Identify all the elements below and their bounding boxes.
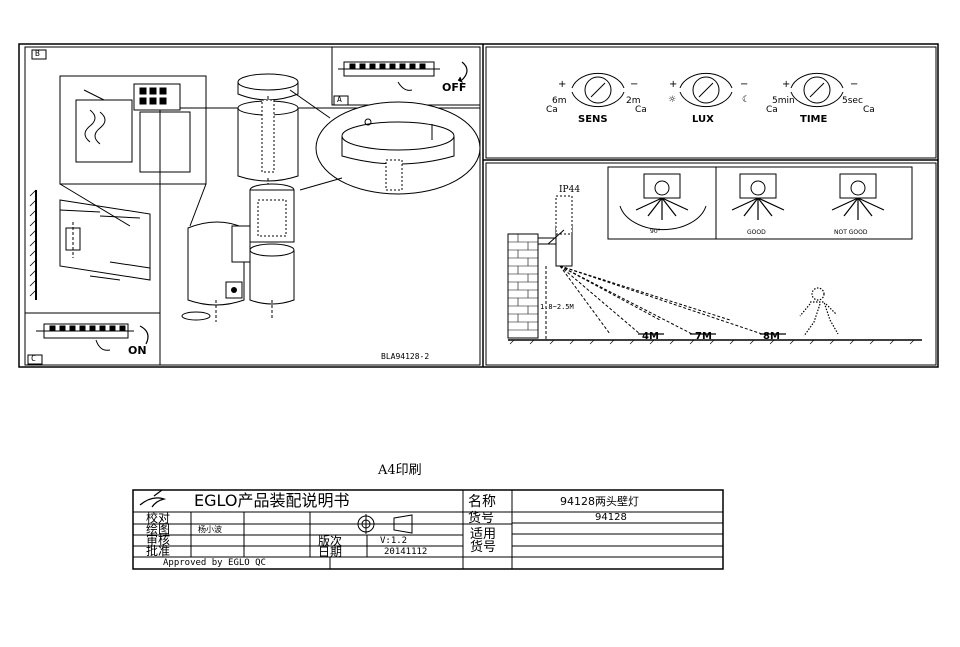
- sens-right-value: 2m: [626, 96, 641, 106]
- sens-label: SENS: [578, 114, 608, 125]
- range-4m: 4M: [642, 331, 659, 342]
- ip-rating: IP44: [559, 185, 581, 195]
- time-label: TIME: [800, 114, 828, 125]
- time-minus-sign: −: [850, 79, 859, 90]
- date-value: 20141112: [384, 547, 428, 557]
- sens-left-sub: Ca: [546, 105, 558, 115]
- panel-label-a: A: [337, 95, 342, 104]
- date-label: 日期: [318, 545, 343, 559]
- approved-by: Approved by EGLO QC: [163, 558, 266, 568]
- time-left-value: 5min: [772, 96, 795, 106]
- version-value: V:1.2: [380, 536, 408, 546]
- document-title: EGLO产品装配说明书: [194, 491, 350, 510]
- sens-left-value: 6m: [552, 96, 567, 106]
- time-left-sub: Ca: [766, 105, 778, 115]
- review-label: 审核: [146, 533, 171, 547]
- mount-height: 1.8~2.5M: [540, 303, 574, 311]
- time-right-value: 5sec: [842, 96, 863, 106]
- drawing-ref-code: BLA94128-2: [381, 352, 430, 361]
- sens-plus-sign: +: [558, 79, 567, 90]
- time-plus-sign: +: [782, 79, 791, 90]
- range-8m: 8M: [763, 331, 780, 342]
- switch-on-label: ON: [128, 344, 147, 357]
- time-right-sub: Ca: [863, 105, 875, 115]
- drawn-label: 绘图: [146, 522, 171, 536]
- applicable-label-2: 货号: [470, 540, 497, 555]
- proof-label: 校对: [146, 511, 171, 525]
- lux-minus-sign: −: [740, 79, 749, 90]
- placement-not-good: NOT GOOD: [834, 229, 868, 236]
- version-label: 版次: [318, 534, 343, 548]
- panel-label-b: B: [35, 49, 40, 58]
- switch-off-label: OFF: [442, 81, 467, 94]
- placement-good: GOOD: [747, 229, 766, 236]
- print-note: A4印刷: [378, 463, 422, 478]
- name-value: 94128两头壁灯: [560, 495, 639, 508]
- item-label: 货号: [468, 511, 495, 526]
- range-7m: 7M: [695, 331, 712, 342]
- sens-right-sub: Ca: [635, 105, 647, 115]
- sun-icon: ☼: [668, 95, 677, 105]
- lux-label: LUX: [692, 114, 714, 125]
- approve-label: 批准: [146, 544, 171, 558]
- moon-icon: ☾: [742, 95, 751, 105]
- lux-plus-sign: +: [669, 79, 678, 90]
- item-value: 94128: [595, 512, 627, 523]
- sens-minus-sign: −: [630, 79, 639, 90]
- applicable-label-1: 适用: [470, 527, 497, 542]
- name-label: 名称: [468, 494, 496, 510]
- detection-angle: 90°: [650, 228, 661, 235]
- drawn-value: 杨小波: [198, 525, 222, 534]
- panel-label-c: C: [31, 354, 36, 363]
